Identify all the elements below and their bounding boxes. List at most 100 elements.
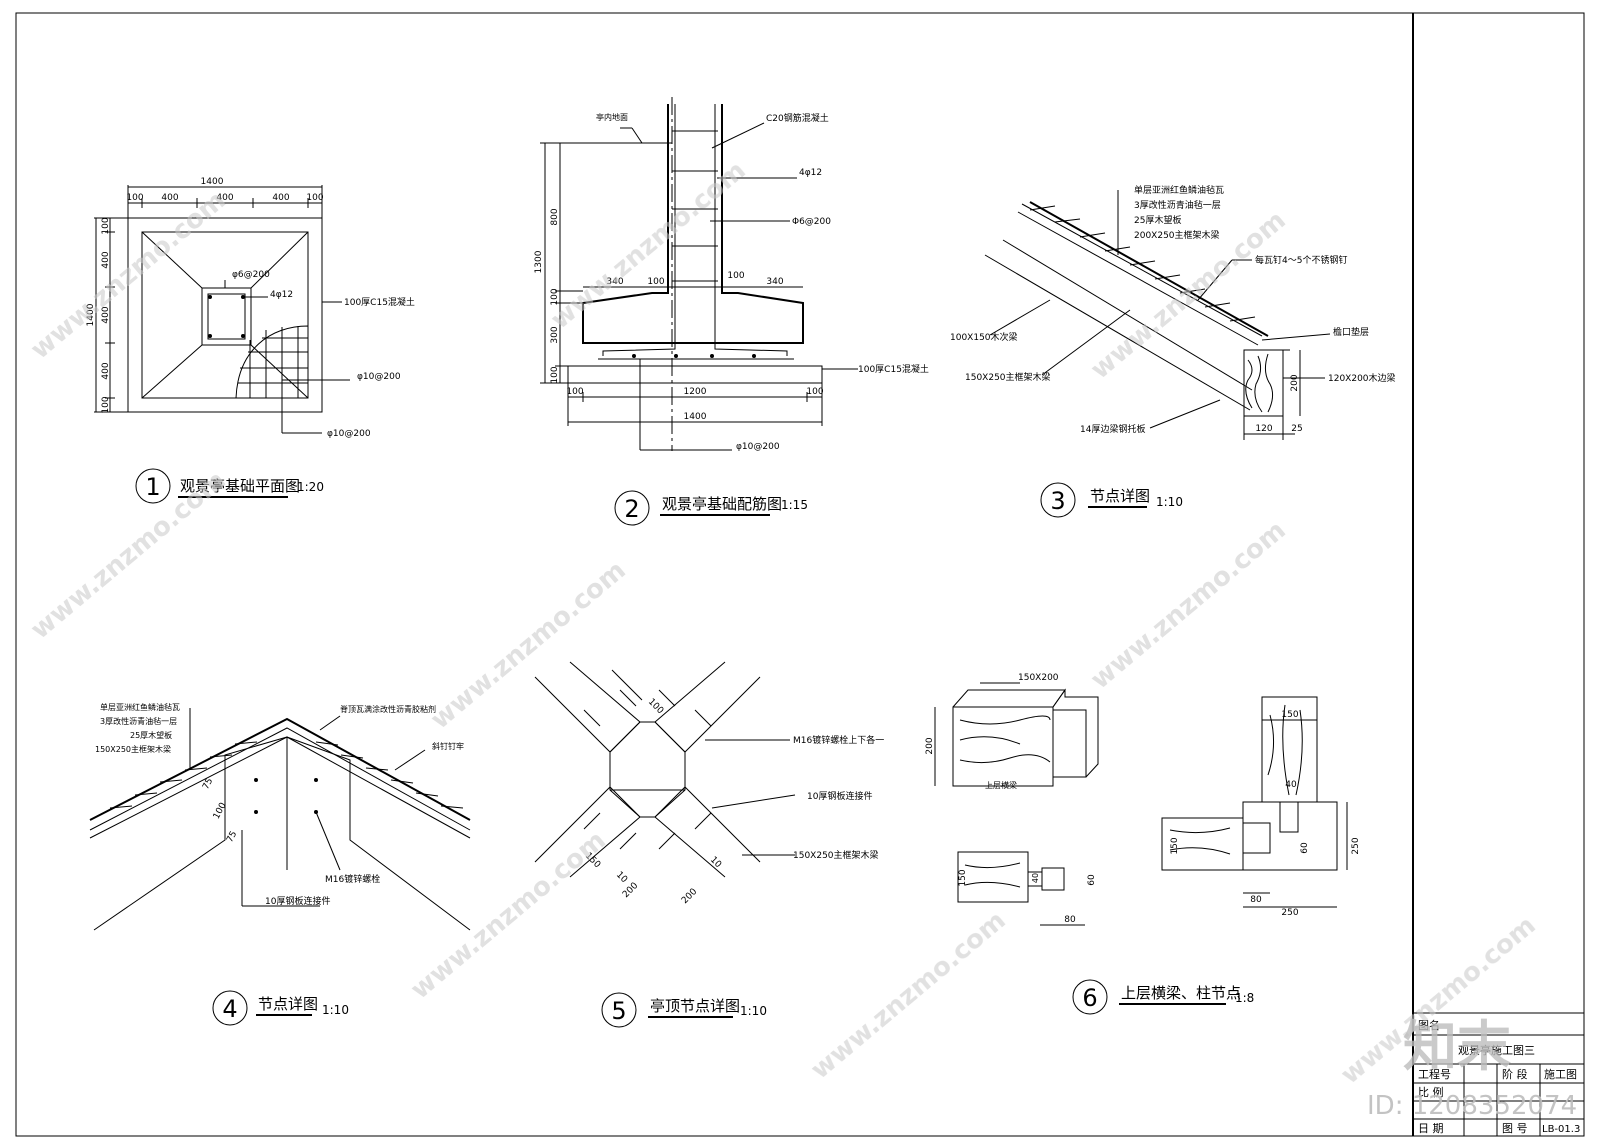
watermark-logo: 知末 bbox=[1403, 1015, 1511, 1078]
d4-dim-2: 100 bbox=[212, 801, 229, 821]
d2-dim-bottom-1: 100 bbox=[566, 387, 583, 397]
d5-dim-3: 10 bbox=[614, 870, 629, 885]
d3-title: 节点详图 bbox=[1090, 487, 1150, 505]
d6-dim-11: 80 bbox=[1250, 895, 1262, 905]
d3-label-10: 14厚边梁钢托板 bbox=[1080, 423, 1145, 435]
d6-dim-7: 40 bbox=[1285, 780, 1297, 790]
watermark-2: www.znzmo.com bbox=[545, 155, 751, 335]
watermark-5: www.znzmo.com bbox=[425, 555, 631, 735]
d2-number: 2 bbox=[624, 495, 639, 523]
watermark-6: www.znzmo.com bbox=[1085, 515, 1291, 695]
watermark-id: ID: 1208352074 bbox=[1367, 1091, 1577, 1121]
d5-title: 亭顶节点详图 bbox=[650, 997, 740, 1015]
d1-scale: 1:20 bbox=[297, 480, 324, 494]
d2-dim-left-2: 100 bbox=[550, 288, 560, 305]
d2-scale: 1:15 bbox=[781, 498, 808, 512]
d1-dim-top-1: 100 bbox=[126, 193, 143, 203]
d2-label-rebar: 4φ12 bbox=[799, 168, 822, 178]
d5-dim-5: 200 bbox=[680, 887, 699, 906]
d1-label-concrete: 100厚C15混凝土 bbox=[344, 296, 415, 308]
d4-number: 4 bbox=[222, 995, 237, 1023]
d3-label-6: 檐口垫层 bbox=[1333, 326, 1369, 338]
d2-label-floor: 亭内地面 bbox=[596, 112, 628, 122]
d3-dim-1: 200 bbox=[1290, 374, 1300, 391]
drawing-6-joint-detail: 150X200 200 上层横梁 150 60 40 80 150 40 150… bbox=[925, 673, 1361, 1015]
d4-label-4: 150X250主框架木梁 bbox=[95, 744, 171, 754]
d5-label-1: M16镀锌螺栓上下各一 bbox=[793, 734, 884, 746]
d3-label-5: 每瓦钉4～5个不锈钢钉 bbox=[1255, 254, 1347, 266]
d3-label-9: 150X250主框架木梁 bbox=[965, 371, 1051, 383]
d2-label-cushion: 100厚C15混凝土 bbox=[858, 363, 929, 375]
d3-dim-3: 25 bbox=[1291, 424, 1302, 434]
d2-number-circle bbox=[614, 490, 650, 526]
tb-project-no-label: 工程号 bbox=[1418, 1068, 1451, 1081]
d1-number: 1 bbox=[145, 473, 160, 501]
d1-dim-top-4: 400 bbox=[272, 193, 289, 203]
sheet-border bbox=[15, 12, 1585, 1137]
d5-dim-6: 10 bbox=[708, 855, 723, 870]
d2-dim-mid-4: 340 bbox=[766, 277, 783, 287]
d6-title: 上层横梁、柱节点 bbox=[1121, 984, 1241, 1002]
d2-dim-bottom-3: 100 bbox=[806, 387, 823, 397]
d5-dim-1: 100 bbox=[646, 697, 665, 716]
d4-label-3: 25厚木望板 bbox=[130, 730, 172, 740]
d2-label-mesh: φ10@200 bbox=[736, 442, 780, 452]
d6-dim-3: 60 bbox=[1087, 874, 1097, 886]
d4-label-7: M16镀锌螺栓 bbox=[325, 873, 380, 885]
drawing-3-eave-detail: 单层亚洲红鱼鳞油毡瓦 3厚改性沥青油毡一层 25厚木望板 200X250主框架木… bbox=[950, 184, 1396, 518]
d1-label-rebar: 4φ12 bbox=[270, 290, 293, 300]
tb-date-label: 日 期 bbox=[1418, 1122, 1444, 1135]
d3-number-circle bbox=[1040, 482, 1076, 518]
d2-title: 观景亭基础配筋图 bbox=[662, 495, 782, 513]
d3-label-4: 200X250主框架木梁 bbox=[1134, 229, 1220, 241]
d6-label-1: 150X200 bbox=[1018, 673, 1059, 683]
d3-label-1: 单层亚洲红鱼鳞油毡瓦 bbox=[1134, 184, 1224, 196]
d1-label-mesh-1: φ10@200 bbox=[357, 372, 401, 382]
d4-dim-3: 75 bbox=[225, 830, 239, 845]
d1-label-mesh-2: φ10@200 bbox=[327, 429, 371, 439]
d5-number: 5 bbox=[611, 997, 626, 1025]
d4-number-circle bbox=[212, 990, 248, 1026]
d2-dim-mid-2: 100 bbox=[647, 277, 664, 287]
d4-dim-1: 75 bbox=[201, 777, 215, 792]
d2-dim-mid-3: 100 bbox=[727, 271, 744, 281]
tb-stage-label: 阶 段 bbox=[1502, 1067, 1528, 1081]
d6-number-circle bbox=[1072, 979, 1108, 1015]
watermark-layer: www.znzmo.com www.znzmo.com www.znzmo.co… bbox=[25, 155, 1541, 1090]
d4-title: 节点详图 bbox=[258, 995, 318, 1013]
d1-dim-left-total: 1400 bbox=[86, 303, 96, 326]
d6-dim-12: 250 bbox=[1281, 908, 1298, 918]
d6-number: 6 bbox=[1082, 984, 1097, 1012]
d2-dim-left-total: 1300 bbox=[534, 250, 544, 273]
d5-scale: 1:10 bbox=[740, 1004, 767, 1018]
d6-dim-10: 250 bbox=[1351, 837, 1361, 854]
tb-sheet-no-label: 图 号 bbox=[1502, 1122, 1528, 1135]
d1-title: 观景亭基础平面图 bbox=[180, 477, 300, 495]
tb-stage-value: 施工图 bbox=[1544, 1068, 1577, 1081]
d1-dim-top-2: 400 bbox=[161, 193, 178, 203]
d5-dim-4: 200 bbox=[621, 881, 640, 900]
drawing-2-rebar-section: 亭内地面 C20钢筋混凝土 4φ12 Φ6@200 100厚C15混凝土 φ10… bbox=[534, 97, 929, 526]
d3-label-2: 3厚改性沥青油毡一层 bbox=[1134, 199, 1221, 211]
d1-dim-left-4: 400 bbox=[101, 362, 111, 379]
d1-label-stirrup: φ6@200 bbox=[232, 270, 270, 280]
d2-dim-mid-1: 340 bbox=[606, 277, 623, 287]
d6-dim-6: 150 bbox=[1281, 710, 1298, 720]
d2-label-stirrup: Φ6@200 bbox=[792, 217, 831, 227]
d5-number-circle bbox=[601, 992, 637, 1028]
d2-label-rc: C20钢筋混凝土 bbox=[766, 112, 829, 124]
d5-label-3: 150X250主框架木梁 bbox=[793, 849, 879, 861]
watermark-4: www.znzmo.com bbox=[25, 465, 231, 645]
d4-label-2: 3厚改性沥青油毡一层 bbox=[100, 716, 177, 726]
d4-label-6: 斜钉钉牢 bbox=[432, 741, 464, 751]
tb-drawing-name: 观景亭施工图三 bbox=[1458, 1043, 1535, 1057]
d1-dim-left-2: 400 bbox=[101, 251, 111, 268]
tb-sheet-no: LB-01.3 bbox=[1542, 1124, 1580, 1135]
d2-dim-bottom-total: 1400 bbox=[684, 412, 707, 422]
drawing-1-foundation-plan: 100 400 400 400 100 1400 100 400 400 400… bbox=[86, 177, 415, 504]
tb-drawing-name-label: 图名 bbox=[1418, 1018, 1440, 1032]
d2-dim-left-4: 100 bbox=[550, 366, 560, 383]
d1-dim-top-total: 1400 bbox=[201, 177, 224, 187]
d4-label-8: 10厚钢板连接件 bbox=[265, 895, 330, 907]
